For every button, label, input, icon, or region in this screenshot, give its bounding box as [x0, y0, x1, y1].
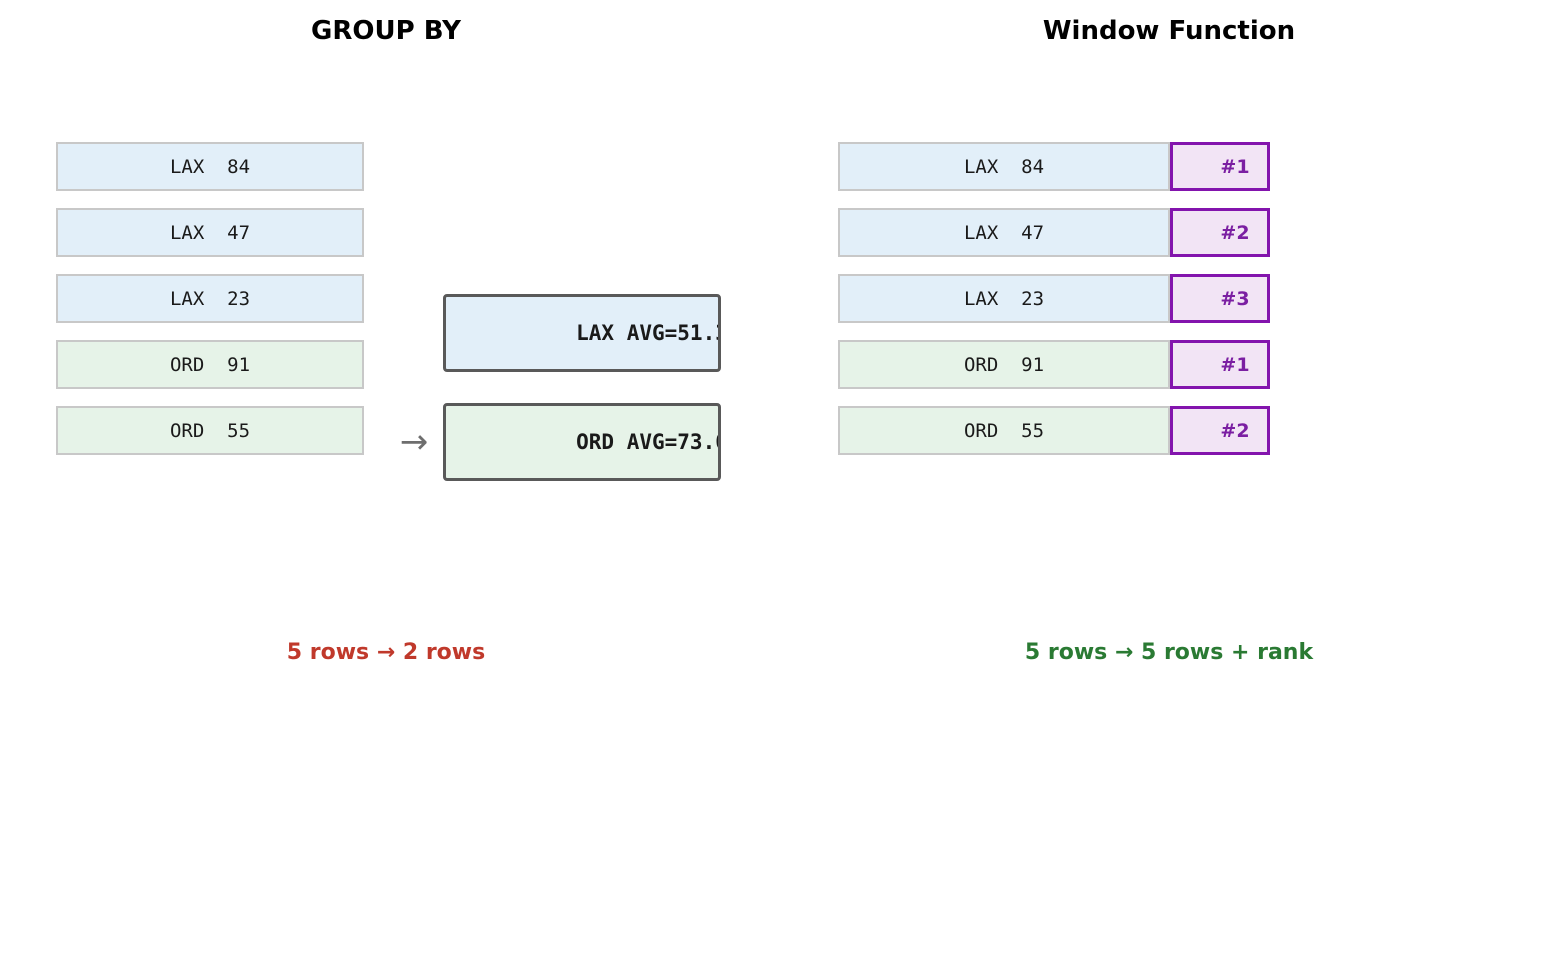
table-row: LAX 23 [56, 274, 364, 323]
table-row: LAX 23 [838, 274, 1170, 323]
panel-title-group-by: GROUP BY [311, 16, 461, 46]
table-row: LAX 47 [838, 208, 1170, 257]
row-label: ORD 91 [169, 353, 251, 376]
row-label: LAX 84 [169, 155, 251, 178]
aggregate-box: ORD AVG=73.0 [443, 403, 721, 481]
rank-badge: #1 [1170, 340, 1270, 389]
footer-note-window-function: 5 rows → 5 rows + rank [1024, 640, 1314, 665]
aggregate-label: ORD AVG=73.0 [576, 430, 721, 454]
table-row: LAX 84 [838, 142, 1170, 191]
aggregate-label: LAX AVG=51.3 [576, 321, 721, 345]
rank-label: #1 [1220, 353, 1250, 376]
rank-badge: #2 [1170, 208, 1270, 257]
rank-badge: #2 [1170, 406, 1270, 455]
rank-label: #2 [1220, 221, 1250, 244]
table-row: ORD 91 [56, 340, 364, 389]
table-row: ORD 91 [838, 340, 1170, 389]
row-label: LAX 47 [963, 221, 1045, 244]
row-label: ORD 91 [963, 353, 1045, 376]
table-row: ORD 55 [56, 406, 364, 455]
rank-label: #3 [1220, 287, 1250, 310]
row-label: LAX 23 [169, 287, 251, 310]
row-label: LAX 23 [963, 287, 1045, 310]
table-row: LAX 47 [56, 208, 364, 257]
panel-title-window-function: Window Function [1042, 16, 1296, 46]
row-label: ORD 55 [963, 419, 1045, 442]
row-label: ORD 55 [169, 419, 251, 442]
rank-badge: #3 [1170, 274, 1270, 323]
flow-arrow-icon: → [399, 422, 429, 462]
table-row: LAX 84 [56, 142, 364, 191]
table-row: ORD 55 [838, 406, 1170, 455]
rank-badge: #1 [1170, 142, 1270, 191]
row-label: LAX 84 [963, 155, 1045, 178]
rank-label: #2 [1220, 419, 1250, 442]
footer-note-group-by: 5 rows → 2 rows [286, 640, 486, 665]
rank-label: #1 [1220, 155, 1250, 178]
row-label: LAX 47 [169, 221, 251, 244]
aggregate-box: LAX AVG=51.3 [443, 294, 721, 372]
